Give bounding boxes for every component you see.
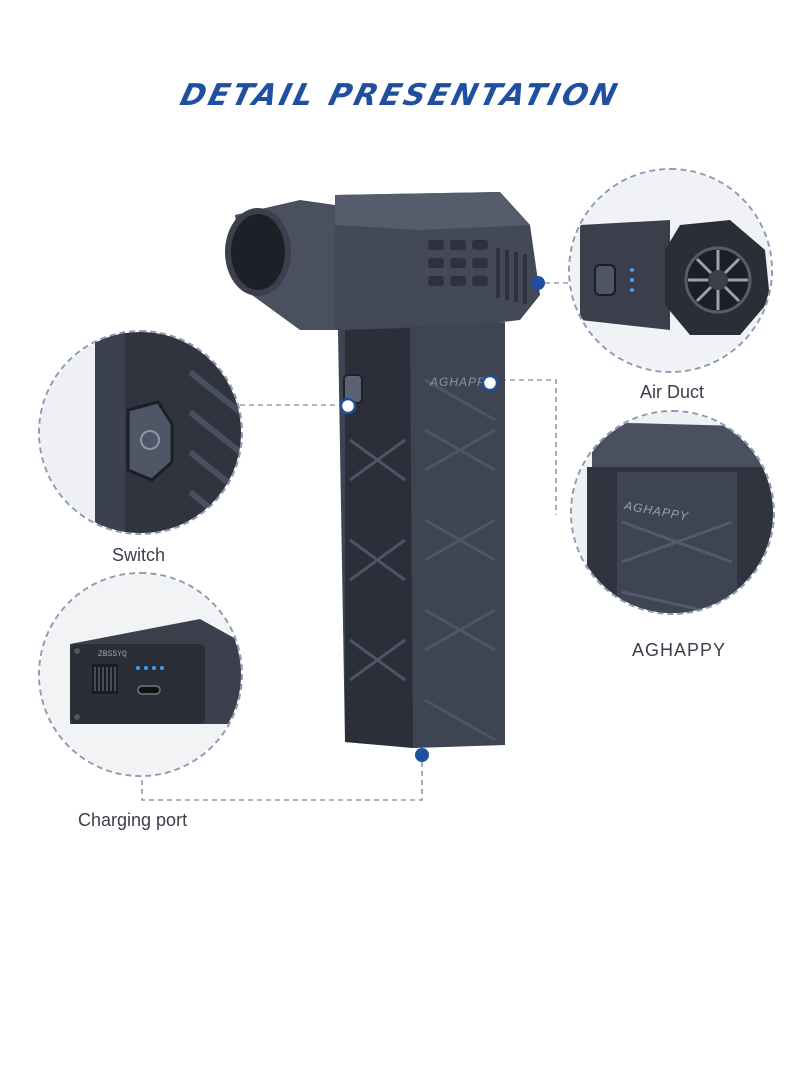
charging-detail-circle: ZBSSYQ bbox=[38, 572, 243, 777]
air-duct-marker bbox=[531, 276, 545, 290]
air-duct-label: Air Duct bbox=[640, 382, 705, 402]
charging-port-label: Charging port bbox=[78, 810, 188, 830]
device-brand-text: AGHAPPY bbox=[429, 375, 495, 389]
air-duct-detail-circle bbox=[568, 168, 773, 373]
charging-leader-line bbox=[141, 758, 423, 801]
switch-detail-circle bbox=[38, 330, 243, 535]
charge-led-indicators bbox=[136, 666, 164, 670]
blower-device bbox=[225, 192, 540, 748]
callout-markers bbox=[339, 276, 545, 762]
switch-label: Switch bbox=[112, 545, 166, 565]
brand-marker bbox=[481, 374, 499, 392]
switch-button-icon bbox=[126, 400, 174, 482]
brand-label: AGHAPPY bbox=[632, 640, 727, 660]
brand-leader-line bbox=[492, 379, 557, 515]
charging-marker bbox=[415, 748, 429, 762]
port-panel-text: ZBSSYQ bbox=[98, 650, 127, 659]
switch-marker bbox=[339, 397, 357, 415]
brand-detail-circle: AGHAPPY bbox=[570, 410, 775, 615]
usb-c-port-icon bbox=[137, 685, 161, 695]
